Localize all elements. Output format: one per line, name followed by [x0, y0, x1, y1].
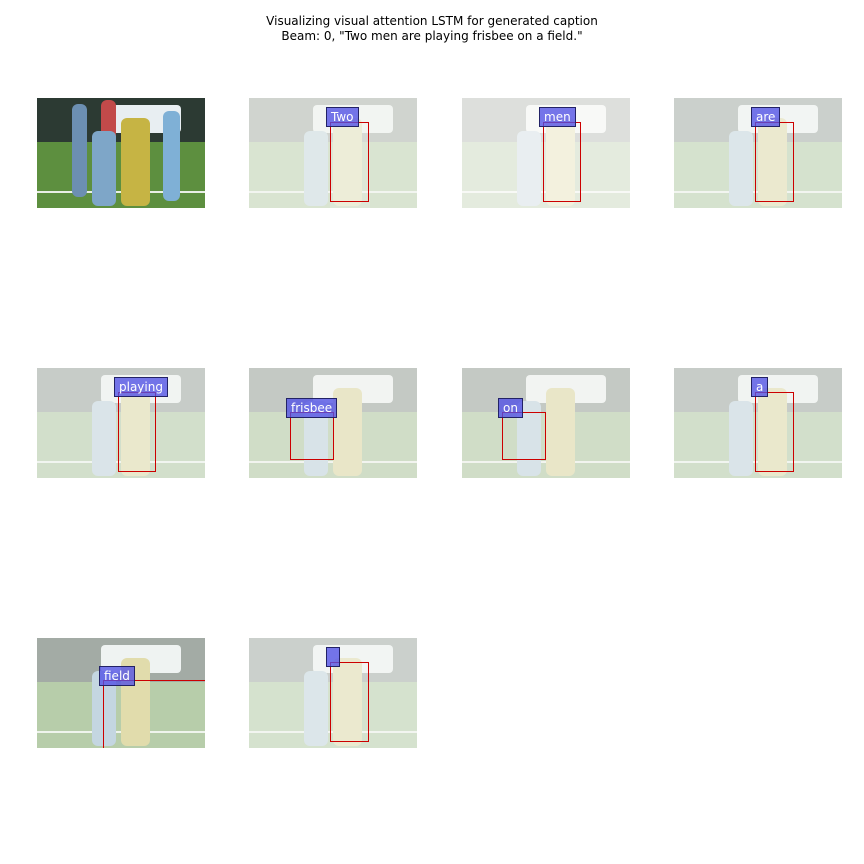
- attention-panel-are: are: [674, 98, 842, 208]
- attention-panel-frisbee: frisbee: [249, 368, 417, 478]
- attention-panel-two: Two: [249, 98, 417, 208]
- word-label: men: [539, 107, 576, 127]
- attention-box: [330, 662, 369, 742]
- attention-panel-a: a: [674, 368, 842, 478]
- attention-box: [502, 412, 546, 460]
- word-label: on: [498, 398, 523, 418]
- title-line-2: Beam: 0, "Two men are playing frisbee on…: [281, 29, 583, 43]
- word-label: playing: [114, 377, 168, 397]
- attention-panel-field: field: [37, 638, 205, 748]
- original-photo: [37, 98, 205, 208]
- word-label: a: [751, 377, 769, 397]
- attention-box: [755, 122, 794, 202]
- title-line-1: Visualizing visual attention LSTM for ge…: [266, 14, 598, 28]
- attention-box: [290, 412, 334, 460]
- attention-box: [755, 392, 794, 472]
- attention-box: [543, 122, 581, 202]
- word-label: frisbee: [286, 398, 338, 418]
- attention-box: [103, 680, 205, 748]
- original-image-panel: [37, 98, 205, 208]
- attention-box: [330, 122, 369, 202]
- attention-box: [118, 392, 156, 472]
- figure-title: Visualizing visual attention LSTM for ge…: [0, 14, 864, 44]
- word-label: [326, 647, 340, 667]
- attention-panel-playing: playing: [37, 368, 205, 478]
- word-label: are: [751, 107, 781, 127]
- attention-panel-end: [249, 638, 417, 748]
- attention-panel-men: men: [462, 98, 630, 208]
- word-label: field: [99, 666, 135, 686]
- word-label: Two: [326, 107, 359, 127]
- attention-panel-on: on: [462, 368, 630, 478]
